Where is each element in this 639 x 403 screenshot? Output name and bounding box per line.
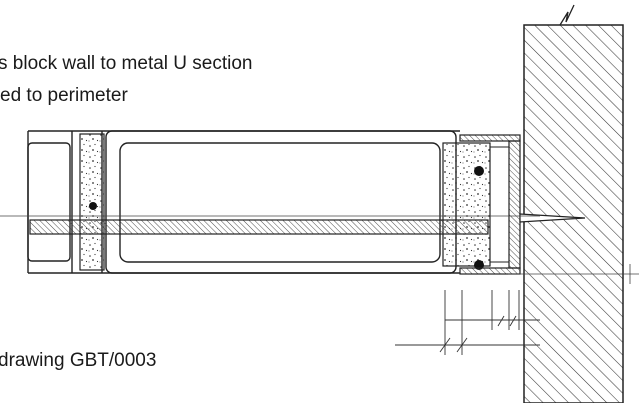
- block-cell-left: [27, 142, 71, 262]
- break-line: [559, 4, 575, 26]
- block-cell-main: [119, 142, 441, 263]
- reinforcement-bar: [29, 219, 489, 235]
- grout-core-left: [79, 133, 105, 271]
- perimeter-wall: [523, 4, 624, 403]
- metal-u-section: [459, 134, 521, 275]
- annotation-line-1: s block wall to metal U section: [0, 53, 253, 74]
- drawing-reference: drawing GBT/0003: [0, 350, 157, 371]
- annotation-line-2: ed to perimeter: [0, 85, 128, 106]
- grout-core-right: [442, 142, 491, 270]
- dimension-lines: [395, 290, 540, 355]
